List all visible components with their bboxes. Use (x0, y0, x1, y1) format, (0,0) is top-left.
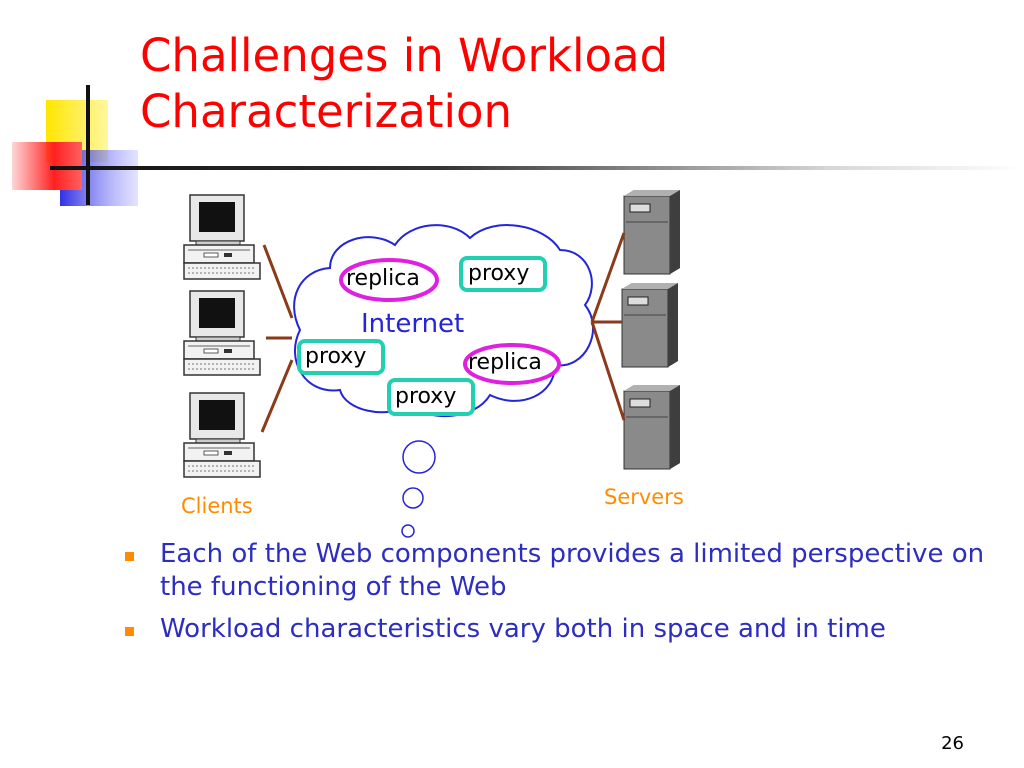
bullet-item: Each of the Web components provides a li… (120, 538, 1000, 604)
bullet-text-2: Workload characteristics vary both in sp… (160, 614, 886, 644)
replica-label-1: replica (346, 266, 420, 291)
thought-bubble-medium (402, 487, 424, 509)
client-computer-icon-1 (183, 194, 261, 280)
server-connectors (590, 232, 626, 421)
replica-label-2: replica (468, 350, 542, 375)
servers-label: Servers (604, 485, 684, 509)
server-icon-2 (621, 282, 679, 368)
bullet-text-1: Each of the Web components provides a li… (160, 539, 985, 602)
title-line-2: Characterization (140, 85, 513, 138)
bullet-list: Each of the Web components provides a li… (120, 538, 1000, 655)
client-connectors (260, 244, 294, 433)
bullet-item: Workload characteristics vary both in sp… (120, 613, 1000, 646)
title-underline (50, 166, 1024, 170)
server-icon-3 (623, 384, 681, 470)
square-bullet-icon (125, 552, 134, 561)
client-computer-icon-2 (183, 290, 261, 376)
proxy-label-1: proxy (468, 261, 530, 286)
page-number: 26 (941, 733, 964, 754)
replica-node-shape-2 (463, 343, 561, 385)
proxy-label-2: proxy (305, 344, 367, 369)
proxy-label-3: proxy (395, 384, 457, 409)
square-bullet-icon (125, 627, 134, 636)
slide-title: Challenges in Workload Characterization (140, 28, 940, 140)
proxy-node-shape-1 (459, 256, 547, 292)
client-computer-icon-3 (183, 392, 261, 478)
clients-label: Clients (181, 494, 253, 518)
server-icon-1 (623, 189, 681, 275)
thought-bubble-small (401, 524, 415, 538)
replica-node-shape-1 (339, 258, 439, 302)
title-line-1: Challenges in Workload (140, 29, 669, 82)
proxy-node-shape-2 (297, 339, 385, 375)
internet-label: Internet (361, 309, 465, 339)
thought-bubble-large (402, 440, 436, 474)
proxy-node-shape-3 (387, 378, 475, 416)
